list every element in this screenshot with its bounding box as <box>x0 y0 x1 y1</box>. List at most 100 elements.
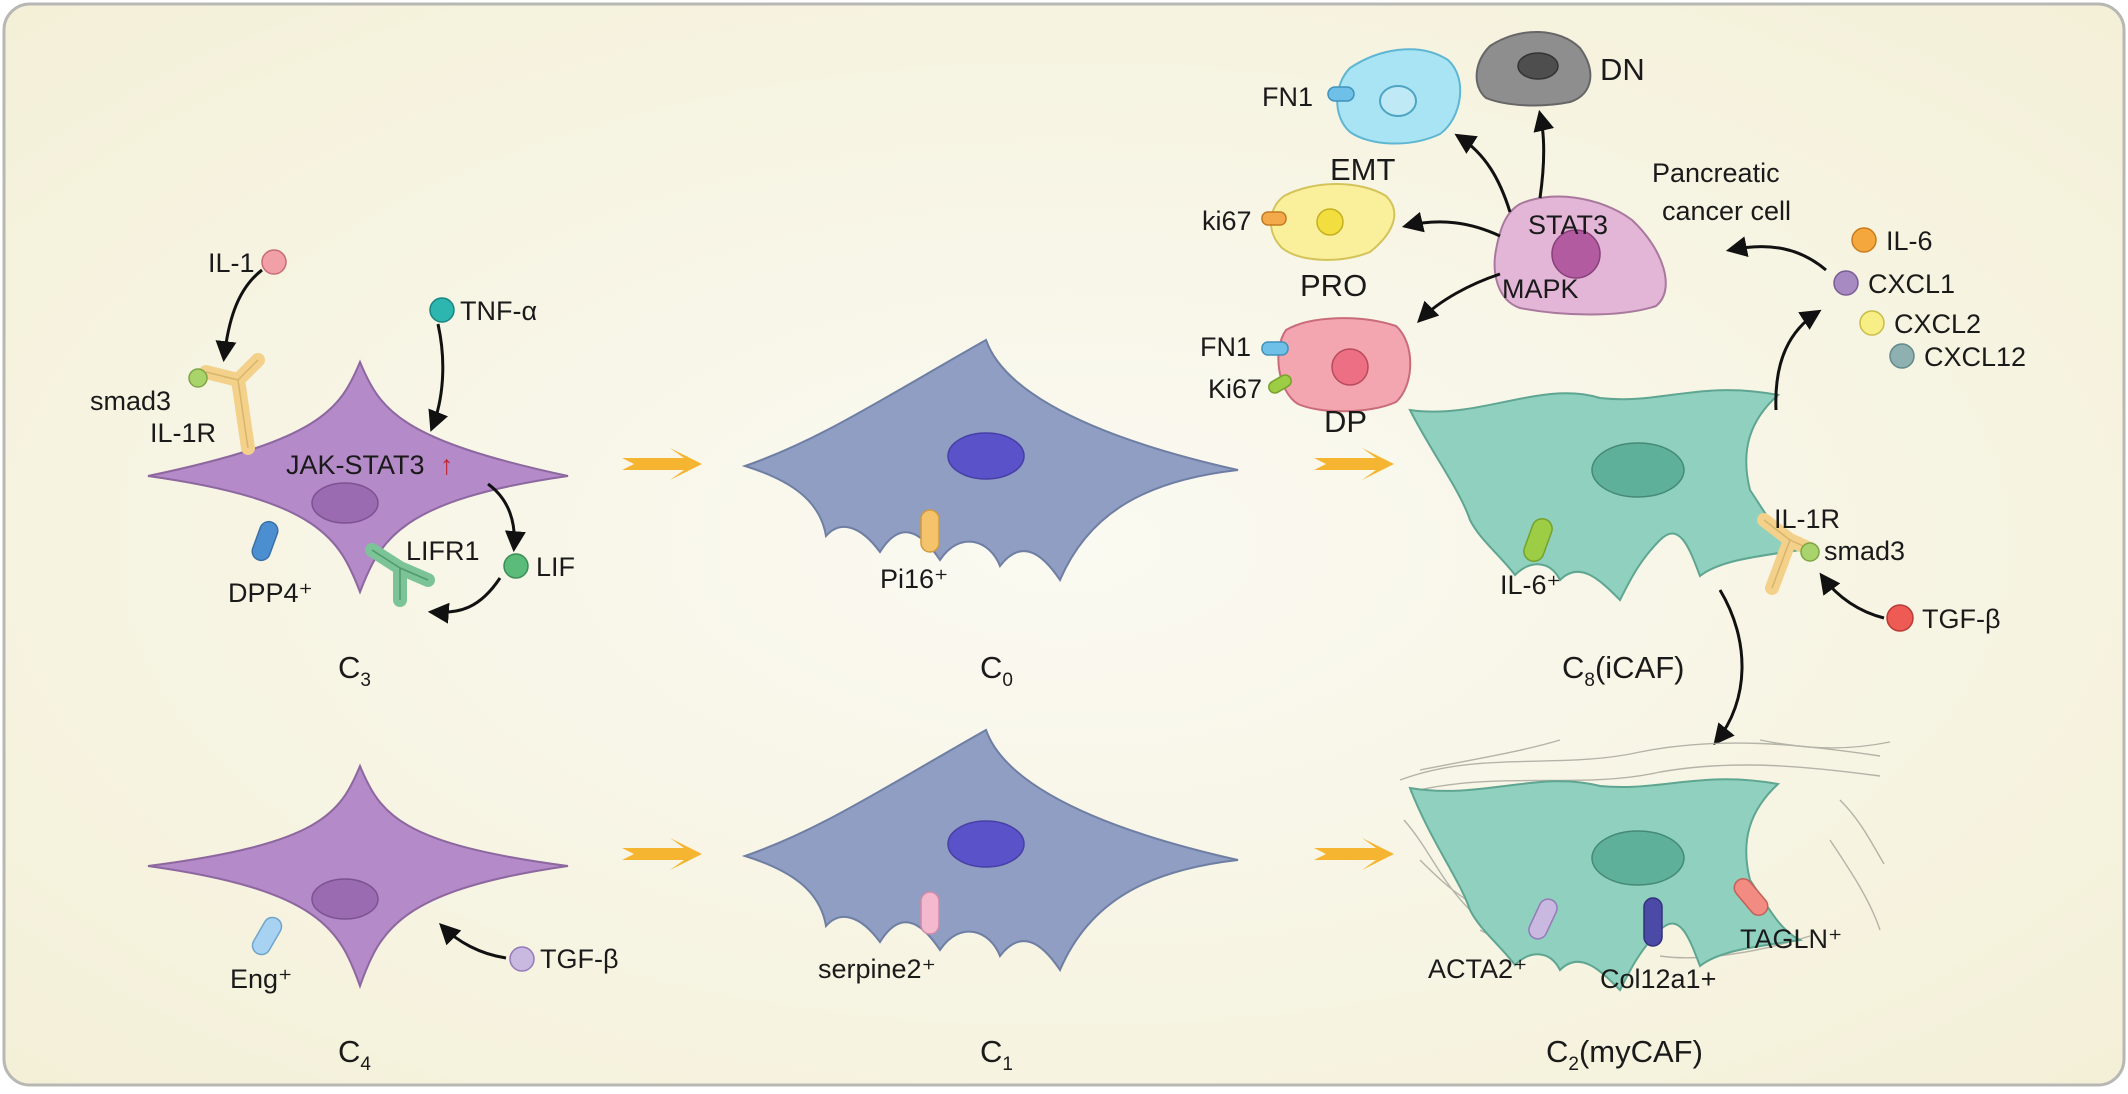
dp-fn1-marker <box>1261 341 1289 356</box>
il6-cytokine <box>1851 227 1877 253</box>
arrow-tgfb-to-c4 <box>439 923 507 960</box>
tagln-receptor <box>1733 878 1769 916</box>
cancer-nucleus <box>1551 229 1601 279</box>
dpp4-receptor <box>251 520 279 562</box>
il6-cytokine-label: IL-6 <box>1886 226 1933 256</box>
tgfb-ligand-c8 <box>1886 604 1914 632</box>
il1r-label-c8: IL-1R <box>1774 504 1840 534</box>
dp-ki67-marker <box>1268 374 1292 394</box>
dp-fn1-label: FN1 <box>1200 332 1251 362</box>
cell-c0-label: C0 <box>980 650 1013 691</box>
cancer-title-line1: Pancreatic <box>1652 158 1780 188</box>
tgfb-ligand-c4 <box>509 946 535 972</box>
tnfa-label: TNF-α <box>460 296 537 326</box>
tnfa-ligand <box>429 297 455 323</box>
cell-c4: Eng⁺ TGF-β C4 <box>147 763 619 1075</box>
arrow-cancer-to-dn <box>1533 109 1555 199</box>
arrow-il1-to-il1r <box>215 268 263 363</box>
arrow-c8-to-c2 <box>1713 589 1744 746</box>
col12a1-receptor <box>1643 897 1663 947</box>
pro-label: PRO <box>1300 268 1367 303</box>
arrow-c8-to-cytokines <box>1774 309 1822 411</box>
cxcl12-label: CXCL12 <box>1924 342 2026 372</box>
cxcl1-label: CXCL1 <box>1868 269 1955 299</box>
cell-c3-label: C3 <box>338 650 371 691</box>
orange-arrow-c3-c0 <box>622 448 702 480</box>
arrow-lif-to-lifr1 <box>427 577 502 624</box>
col12a1-label: Col12a1+ <box>1600 964 1716 994</box>
serpine2-receptor <box>920 891 940 935</box>
lifr1-label: LIFR1 <box>406 536 480 566</box>
acta2-label: ACTA2⁺ <box>1428 954 1527 984</box>
smad3-dot <box>188 368 208 388</box>
tagln-label: TAGLN⁺ <box>1740 924 1842 954</box>
emt-label: EMT <box>1330 152 1396 187</box>
arrow-cancer-to-emt <box>1454 133 1512 213</box>
orange-arrow-c4-c1 <box>622 838 702 870</box>
cxcl2-cytokine <box>1859 310 1885 336</box>
cytokine-cluster: IL-6 CXCL1 CXCL2 CXCL12 <box>1725 226 2026 372</box>
pro-ki67-marker <box>1261 211 1287 226</box>
dp-label: DP <box>1324 404 1367 439</box>
cell-c8-body <box>1408 389 1804 602</box>
dpp4-label: DPP4⁺ <box>228 578 313 608</box>
emt-nucleus <box>1379 85 1417 117</box>
tgfb-label-c4: TGF-β <box>540 944 619 974</box>
cell-c2: ACTA2⁺ Col12a1+ TAGLN⁺ C2(myCAF) <box>1399 739 1891 1075</box>
lif-ligand <box>503 553 529 579</box>
cell-c2-label: C2(myCAF) <box>1546 1034 1703 1075</box>
dn-label: DN <box>1600 52 1645 87</box>
cell-c0: Pi16⁺ C0 <box>741 338 1239 691</box>
arrow-tgfb-to-c8 <box>1819 572 1885 620</box>
pi16-label: Pi16⁺ <box>880 564 948 594</box>
arrow-cancer-to-pro <box>1401 211 1501 238</box>
tgfb-label-c8: TGF-β <box>1922 604 2001 634</box>
cancer-title-line2: cancer cell <box>1662 196 1791 226</box>
arrow-jak-to-lif <box>487 482 526 553</box>
arrow-tnfa-to-cell <box>428 323 448 432</box>
cell-c1-label: C1 <box>980 1034 1013 1075</box>
cell-c4-label: C4 <box>338 1034 371 1075</box>
cell-c1: serpine2⁺ C1 <box>741 728 1239 1075</box>
cxcl1-cytokine <box>1833 270 1859 296</box>
smad3-label: smad3 <box>90 386 171 416</box>
emt-fn1-label: FN1 <box>1262 82 1313 112</box>
cell-c3: IL-1 TNF-α smad3 IL-1R JAK-STAT3 ↑ LIFR1… <box>90 248 575 691</box>
pro-nucleus <box>1316 208 1344 236</box>
arrow-cytokines-to-cancer <box>1725 236 1827 272</box>
eng-label: Eng⁺ <box>230 964 292 994</box>
arrow-cancer-to-dp <box>1417 272 1501 323</box>
cell-c0-nucleus <box>947 432 1025 480</box>
cell-c4-nucleus <box>311 878 379 920</box>
cell-c3-body <box>147 359 569 595</box>
transition-arrows <box>622 448 1394 870</box>
up-arrow-icon: ↑ <box>440 450 454 480</box>
orange-arrow-c0-c8 <box>1314 448 1394 480</box>
cxcl12-cytokine <box>1889 343 1915 369</box>
il6-receptor <box>1523 517 1553 563</box>
pro-ki67-label: ki67 <box>1202 206 1252 236</box>
orange-arrow-c1-c2 <box>1314 838 1394 870</box>
mapk-label: MAPK <box>1502 274 1579 304</box>
eng-receptor <box>251 916 283 956</box>
cell-c4-body <box>147 763 569 989</box>
cell-c8-nucleus <box>1591 442 1685 498</box>
il6-label-c8: IL-6⁺ <box>1500 570 1561 600</box>
il1r-label: IL-1R <box>150 418 216 448</box>
pi16-receptor <box>920 509 940 553</box>
il1-ligand <box>261 249 287 275</box>
cxcl2-label: CXCL2 <box>1894 309 1981 339</box>
jak-stat3-label: JAK-STAT3 <box>286 450 425 480</box>
emt-fn1-marker <box>1327 86 1355 102</box>
il1-label: IL-1 <box>208 248 255 278</box>
cell-c2-nucleus <box>1591 830 1685 886</box>
cancer-cluster: Pancreatic cancer cell STAT3 MAPK DN EMT… <box>1200 30 1791 439</box>
cell-c3-nucleus <box>311 482 379 524</box>
smad3-label-c8: smad3 <box>1824 536 1905 566</box>
cell-c8: IL-6⁺ IL-1R smad3 TGF-β C8(iCAF) <box>1408 309 2001 746</box>
smad3-dot-c8 <box>1800 542 1820 562</box>
serpine2-label: serpine2⁺ <box>818 954 936 984</box>
acta2-receptor <box>1528 898 1558 940</box>
dp-ki67-label: Ki67 <box>1208 374 1262 404</box>
